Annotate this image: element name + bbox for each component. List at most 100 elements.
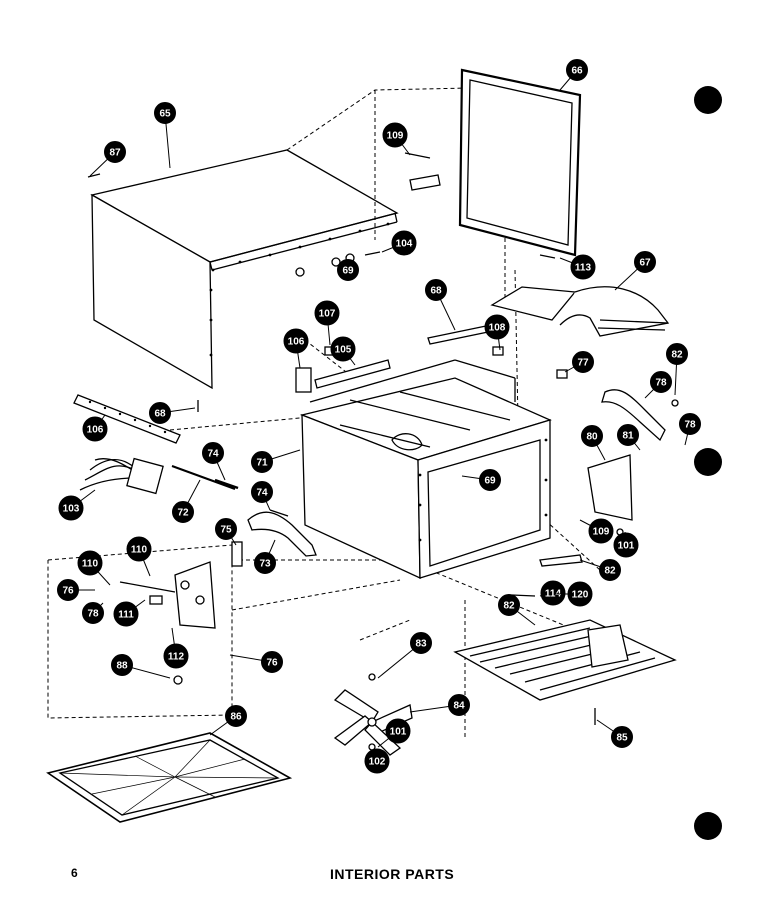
- callout-balloon: [634, 251, 656, 273]
- callout-balloon: [330, 336, 356, 362]
- callout-label: 109: [593, 527, 610, 538]
- callout-113: 113: [559, 254, 596, 280]
- callout-balloon: [172, 501, 194, 523]
- callout-balloon: [650, 371, 672, 393]
- callout-label: 76: [266, 658, 278, 669]
- callout-balloon: [617, 424, 639, 446]
- callout-balloon: [613, 532, 639, 558]
- callout-label: 78: [655, 378, 667, 389]
- callout-68: 68: [149, 402, 196, 424]
- callout-label: 72: [177, 508, 189, 519]
- callout-85: 85: [596, 719, 633, 748]
- callout-83: 83: [377, 632, 432, 679]
- callout-72: 72: [172, 479, 201, 523]
- strip-108-upper: [314, 359, 391, 389]
- callout-label: 81: [622, 431, 634, 442]
- callout-balloon: [382, 122, 408, 148]
- callout-87: 87: [89, 141, 126, 177]
- callout-69: 69: [461, 469, 501, 491]
- callout-71: 71: [251, 449, 301, 473]
- callout-label: 66: [571, 66, 583, 77]
- callout-label: 82: [604, 566, 616, 577]
- callout-106: 106: [283, 328, 309, 369]
- callout-86: 86: [209, 705, 247, 736]
- callout-76: 76: [57, 579, 95, 601]
- callout-label: 69: [342, 266, 354, 277]
- callout-label: 86: [230, 712, 242, 723]
- callout-balloon: [572, 351, 594, 373]
- oven-floor: [453, 619, 677, 701]
- callout-label: 77: [577, 358, 589, 369]
- registration-dots: [694, 86, 722, 840]
- wire-harness: [79, 457, 164, 495]
- callout-74: 74: [202, 442, 226, 481]
- callout-66: 66: [559, 59, 588, 91]
- callout-balloon: [202, 442, 224, 464]
- callout-78: 78: [644, 371, 672, 399]
- callout-balloon: [154, 102, 176, 124]
- fan-blade: [333, 689, 413, 756]
- callout-74: 74: [251, 481, 273, 511]
- bracket-75: [231, 541, 243, 567]
- callout-balloon: [611, 726, 633, 748]
- page-number: 6: [71, 866, 78, 880]
- callout-balloon: [77, 550, 103, 576]
- fasteners: [87, 152, 679, 751]
- callout-balloon: [126, 536, 152, 562]
- callout-label: 108: [489, 323, 506, 334]
- callout-balloon: [581, 425, 603, 447]
- callout-109: 109: [382, 122, 411, 156]
- callout-balloon: [82, 602, 104, 624]
- strip-108-lower: [73, 394, 181, 444]
- callout-balloon: [599, 559, 621, 581]
- callout-68: 68: [425, 279, 456, 331]
- callout-balloon: [104, 141, 126, 163]
- callout-balloon: [679, 413, 701, 435]
- callout-balloon: [479, 469, 501, 491]
- callout-82: 82: [579, 559, 621, 581]
- callout-67: 67: [614, 251, 656, 291]
- callout-78: 78: [679, 413, 701, 446]
- callout-balloon: [588, 518, 614, 544]
- callout-104: 104: [381, 230, 417, 256]
- callout-label: 88: [116, 661, 128, 672]
- callout-111: 111: [113, 599, 146, 627]
- callout-label: 101: [618, 541, 635, 552]
- rod-72: [171, 465, 236, 490]
- callout-label: 82: [671, 350, 683, 361]
- plate-107: [295, 367, 312, 393]
- callout-105: 105: [330, 336, 356, 366]
- callout-label: 84: [453, 701, 465, 712]
- callout-label: 87: [109, 148, 121, 159]
- callout-label: 85: [616, 733, 628, 744]
- callout-label: 68: [430, 286, 442, 297]
- callout-114: 114: [539, 580, 566, 606]
- callout-label: 111: [118, 610, 134, 621]
- callout-balloon: [567, 581, 593, 607]
- callout-82: 82: [666, 343, 688, 396]
- callout-balloon: [540, 580, 566, 606]
- callout-73: 73: [254, 539, 276, 574]
- callout-balloon: [225, 705, 247, 727]
- heater-duct: [490, 286, 670, 337]
- outer-cabinet: [90, 149, 399, 390]
- callout-88: 88: [111, 654, 171, 679]
- callout-106: 106: [82, 414, 108, 442]
- callout-label: 76: [62, 586, 74, 597]
- callout-110: 110: [126, 536, 152, 577]
- oven-cavity: [299, 359, 552, 580]
- callout-label: 82: [503, 601, 515, 612]
- callout-label: 71: [256, 458, 268, 469]
- callout-label: 80: [586, 432, 598, 443]
- callout-balloon: [215, 518, 237, 540]
- strip-82: [539, 554, 583, 567]
- callout-label: 78: [684, 420, 696, 431]
- callout-112: 112: [163, 627, 189, 669]
- callout-balloon: [111, 654, 133, 676]
- callout-balloon: [410, 632, 432, 654]
- callout-balloon: [261, 651, 283, 673]
- callout-balloon: [82, 416, 108, 442]
- callout-label: 107: [319, 309, 336, 320]
- callout-label: 110: [82, 559, 99, 570]
- callout-balloon: [666, 343, 688, 365]
